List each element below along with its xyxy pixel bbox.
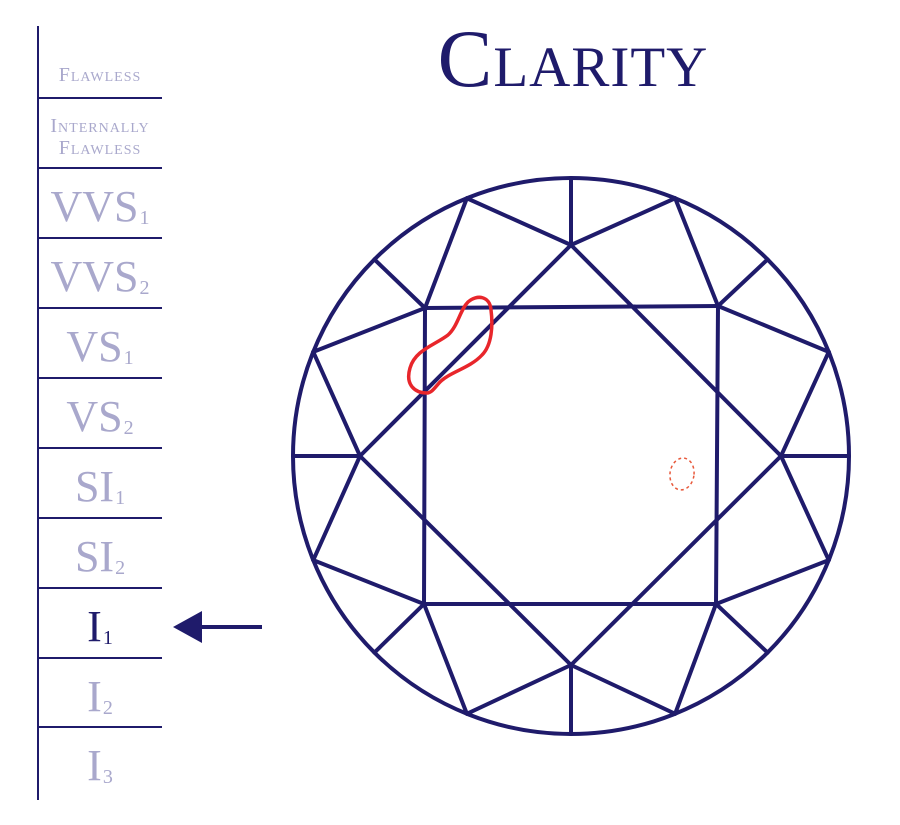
small-inclusion-outline [669, 457, 695, 491]
upper-girdle [464, 663, 678, 716]
scale-grade-flawless: Flawless [39, 64, 161, 86]
upper-girdle [464, 196, 678, 247]
diagonal [372, 602, 426, 655]
upper-girdle [779, 349, 831, 563]
scale-grade-text: VS [66, 392, 123, 441]
left-arrow-icon [173, 611, 262, 643]
scale-axis-line [37, 26, 39, 800]
scale-grade-subscript: 1 [102, 627, 113, 649]
table-edge [422, 306, 427, 606]
table-edge [423, 304, 720, 310]
scale-grade-text: SI [74, 532, 115, 581]
scale-grade-si1: SI1 [39, 462, 161, 523]
scale-grade-si2: SI2 [39, 532, 161, 593]
scale-grade-text: Flawless [58, 64, 142, 86]
star-edge [358, 454, 573, 667]
scale-grade-vs1: VS1 [39, 322, 161, 383]
scale-grade-subscript: 1 [139, 207, 150, 229]
scale-divider [39, 587, 162, 589]
star-edge [569, 454, 783, 667]
scale-grade-text: SI [74, 462, 115, 511]
scale-grade-text: VVS [50, 252, 139, 301]
scale-divider [39, 447, 162, 449]
scale-grade-vvs2: VVS2 [39, 252, 161, 313]
scale-grade-subscript: 2 [139, 277, 150, 299]
scale-divider [39, 377, 162, 379]
scale-grade-text: Internally [50, 115, 150, 137]
scale-grade-i1: I1 [39, 602, 161, 663]
star-edge [569, 243, 783, 458]
page-title: Clarity [437, 13, 709, 104]
scale-grade-i3: I3 [39, 741, 161, 802]
scale-grade-text: VVS [50, 182, 139, 231]
diagonal [372, 257, 427, 310]
scale-divider [39, 657, 162, 659]
diagonal [714, 602, 770, 655]
diagonal [716, 257, 770, 308]
scale-grade-vs2: VS2 [39, 392, 161, 453]
scale-grade-text: Flawless [58, 137, 142, 159]
scale-divider [39, 307, 162, 309]
scale-grade-subscript: 2 [115, 557, 126, 579]
scale-divider [39, 237, 162, 239]
scale-divider [39, 97, 162, 99]
scale-divider [39, 167, 162, 169]
scale-divider [39, 517, 162, 519]
scale-grade-text: I [87, 741, 102, 790]
scale-grade-text: I [87, 672, 102, 721]
scale-grade-subscript: 2 [102, 697, 113, 719]
large-inclusion-outline [407, 295, 494, 395]
scale-grade-subscript: 3 [102, 766, 113, 788]
scale-grade-subscript: 1 [115, 487, 126, 509]
scale-grade-text: VS [66, 322, 123, 371]
scale-grade-vvs1: VVS1 [39, 182, 161, 243]
scale-grade-subscript: 1 [123, 347, 134, 369]
scale-grade-subscript: 2 [123, 417, 134, 439]
scale-grade-i2: I2 [39, 672, 161, 733]
upper-girdle [311, 349, 362, 563]
scale-divider [39, 726, 162, 728]
star-edge [358, 243, 573, 458]
scale-grade-text: I [87, 602, 102, 651]
table-edge [714, 304, 720, 606]
